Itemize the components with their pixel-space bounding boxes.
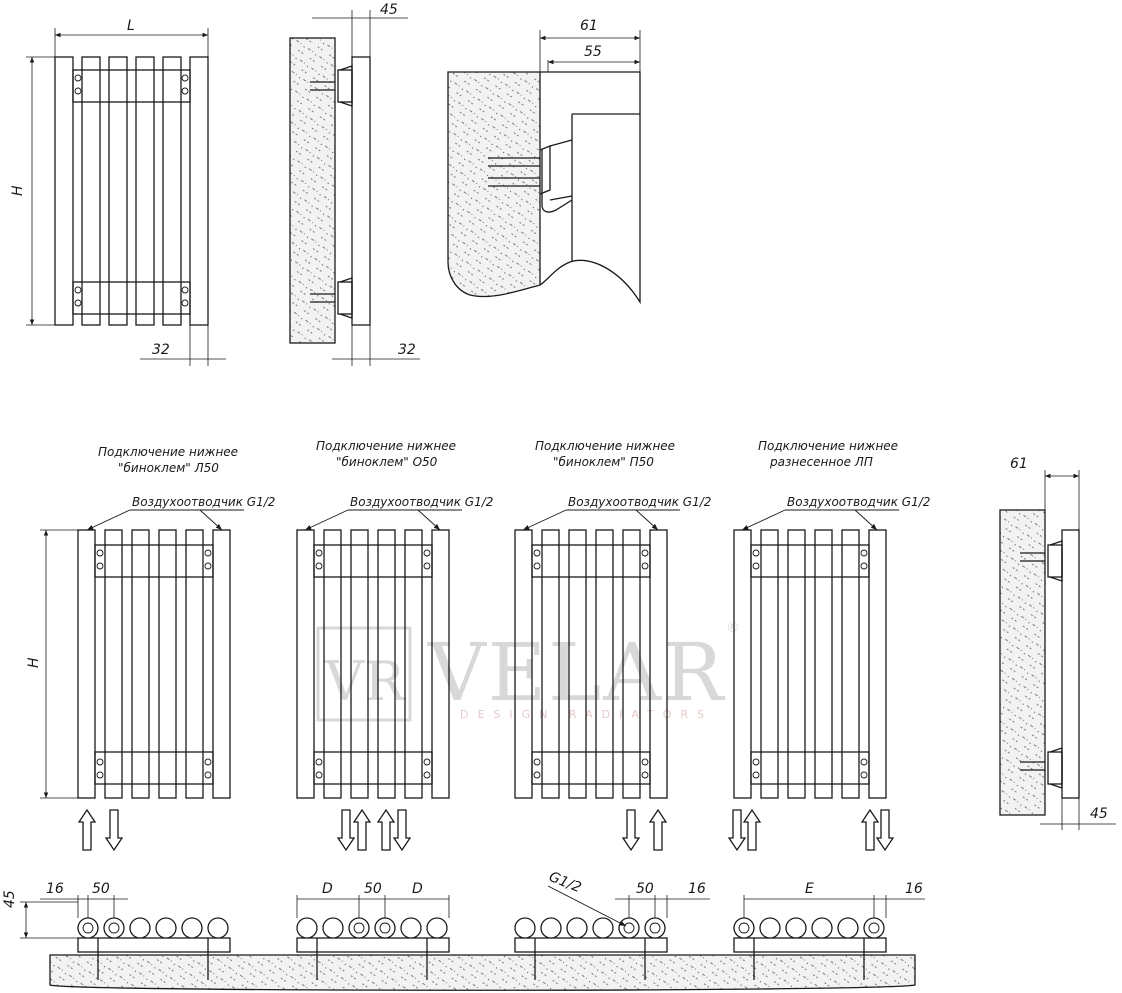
velar-watermark: VR VELAR ® DESIGN RADIATORS [316,620,740,722]
variant-3-front: Подключение нижнее "биноклем" П50 Воздух… [514,439,711,852]
variant-1-vent-label: Воздухоотводчик G1/2 [132,495,275,509]
variant-2-title-line2: "биноклем" О50 [336,455,438,469]
variant-4-vent-label: Воздухоотводчик G1/2 [787,495,930,509]
dim-d-E: E [805,881,814,897]
variant-2-front: Подключение нижнее "биноклем" О50 Воздух… [296,439,493,852]
dim-H-top: H [10,185,26,196]
dim-61-top: 61 [580,18,598,34]
dim-b-D2: D [412,881,423,897]
variant-1-title-line1: Подключение нижнее [98,445,238,459]
watermark-registered: ® [726,620,740,636]
dim-45-side: 45 [1090,806,1108,822]
dim-32-left: 32 [152,342,170,358]
watermark-tagline: DESIGN RADIATORS [460,708,713,721]
dim-a-50: 50 [92,881,110,897]
variant-4-title-line2: разнесенное ЛП [769,455,873,469]
floor-plan-strip [49,954,916,991]
bracket-detail: 61 55 [447,18,641,305]
variant-2-vent-label: Воздухоотводчик G1/2 [350,495,493,509]
side-view-top: 45 32 [289,2,420,366]
plan-view-d: E 16 [733,881,925,980]
variant-3-title-line2: "биноклем" П50 [553,455,654,469]
dim-32-right: 32 [398,342,416,358]
variant-3-vent-label: Воздухоотводчик G1/2 [568,495,711,509]
dim-c-16: 16 [688,881,706,897]
dim-b-D1: D [322,881,333,897]
dim-d-16: 16 [905,881,923,897]
front-view-top: L H 32 [10,18,226,366]
variant-1-title-line2: "биноклем" Л50 [118,461,219,475]
variant-1-front: Подключение нижнее "биноклем" Л50 Воздух… [26,445,275,852]
dim-L: L [127,18,135,34]
dim-55: 55 [584,44,602,60]
watermark-mark: VR [324,650,406,713]
variant-4-title-line1: Подключение нижнее [758,439,898,453]
dim-b-50: 50 [364,881,382,897]
variant-4-front: Подключение нижнее разнесенное ЛП Воздух… [727,439,930,852]
dim-a-45: 45 [2,890,18,908]
dim-c-50: 50 [636,881,654,897]
side-view-middle: 61 45 [999,456,1116,830]
variant-2-title-line1: Подключение нижнее [316,439,456,453]
dim-c-G: G1/2 [547,869,584,896]
dim-H-middle: H [26,657,42,668]
plan-view-b: D 50 D [296,881,450,980]
watermark-brand: VELAR [427,626,726,719]
plan-view-a: 45 16 50 [2,881,231,980]
dim-a-16: 16 [46,881,64,897]
variant-3-title-line1: Подключение нижнее [535,439,675,453]
plan-view-c: G1/2 50 16 [514,869,710,980]
dim-61-side: 61 [1010,456,1028,472]
dim-45: 45 [380,2,398,18]
